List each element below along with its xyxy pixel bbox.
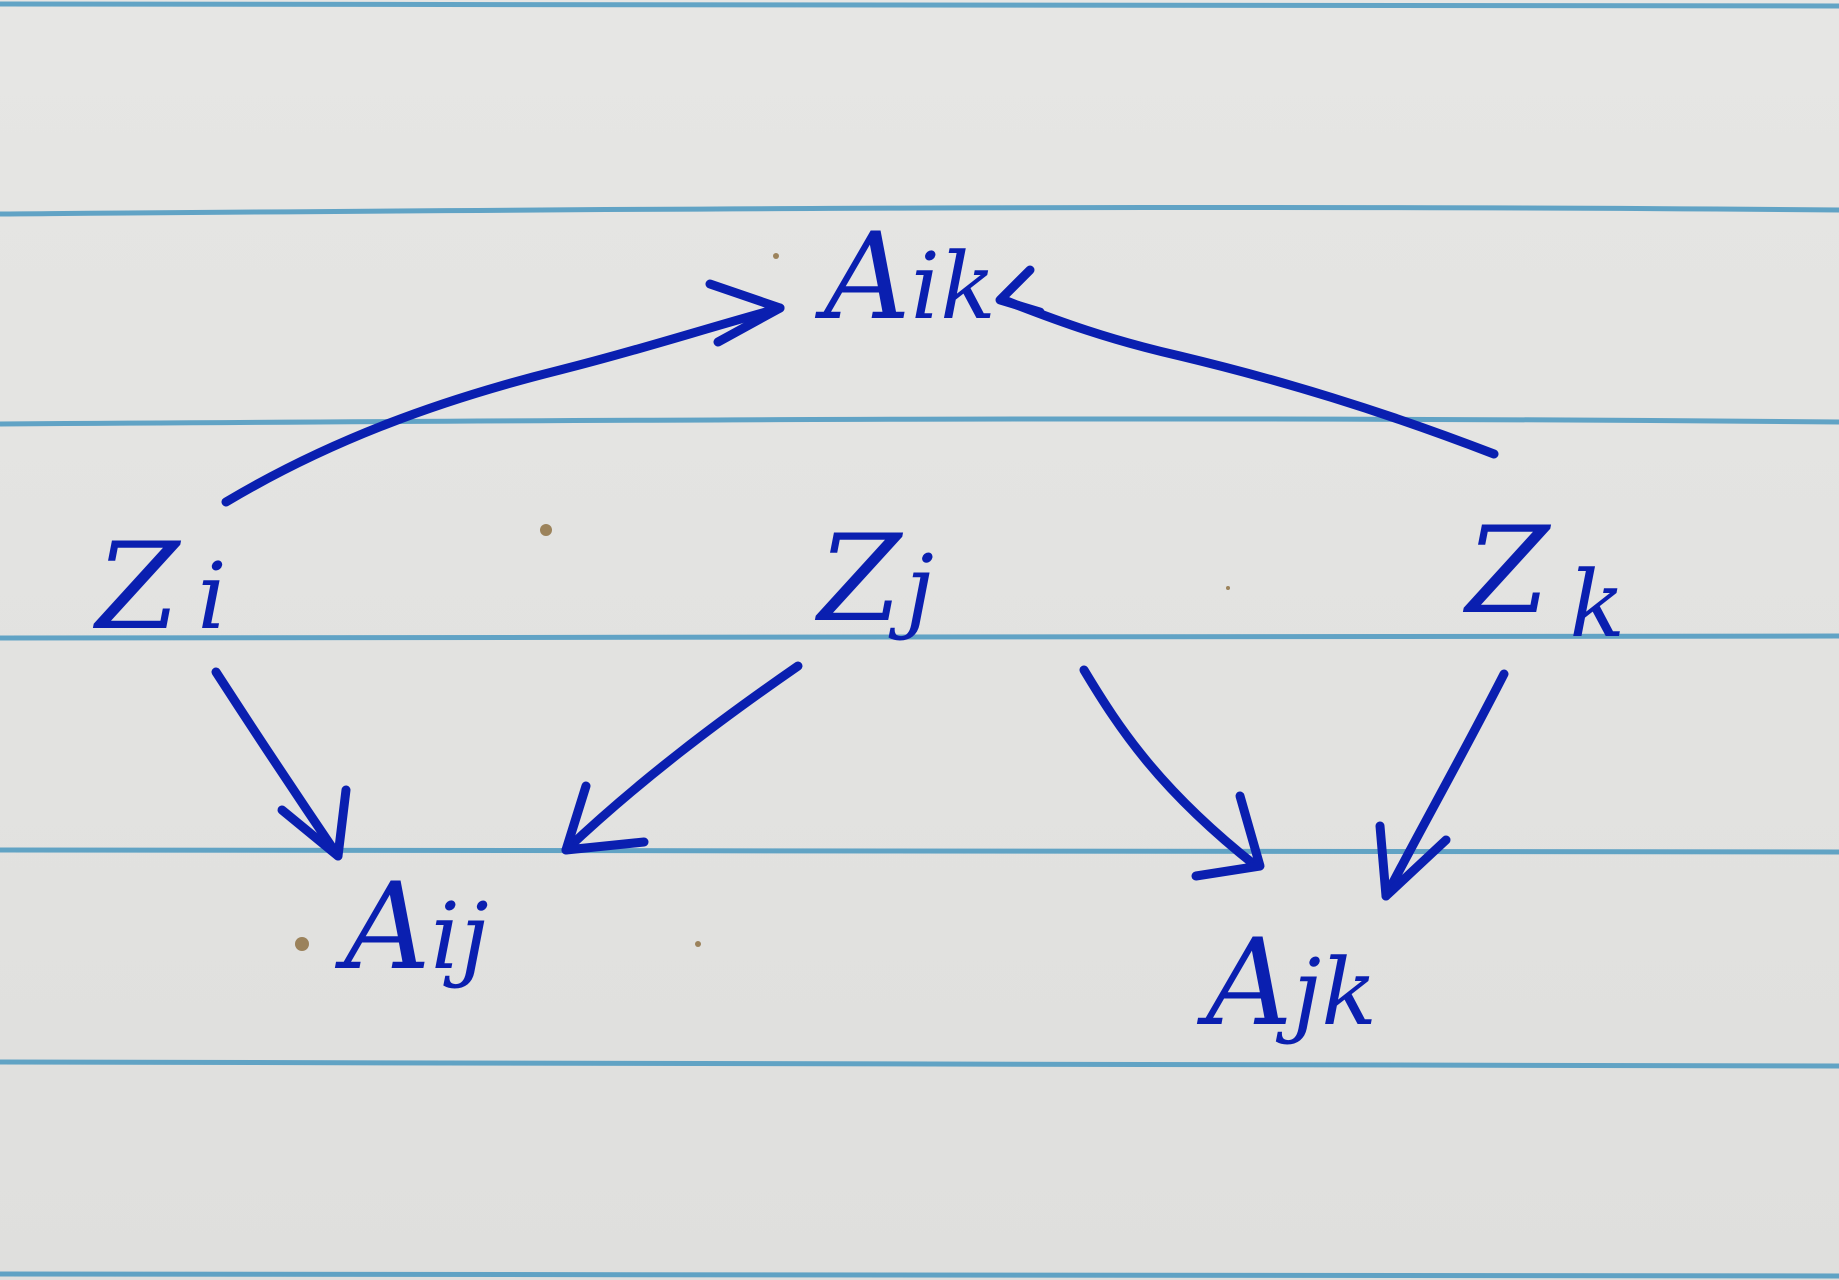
svg-text:Zj: Zj bbox=[814, 510, 934, 649]
edge-zj-to-aij bbox=[561, 661, 803, 855]
edge-zk-to-aik-arrowhead bbox=[995, 265, 1045, 317]
svg-text:Aij: Aij bbox=[334, 858, 489, 997]
edge-zi-to-aij-arrowhead bbox=[277, 785, 351, 861]
edge-zi-to-aik bbox=[221, 303, 785, 507]
edge-zj-to-ajk bbox=[1079, 665, 1261, 871]
node-a-jk: Ajk bbox=[1196, 914, 1377, 1053]
node-a-ij-base: A bbox=[334, 858, 431, 997]
node-z-j-base: Z bbox=[814, 510, 904, 649]
node-z-i-sub: i bbox=[197, 543, 226, 650]
node-a-ik-sub: ik bbox=[911, 233, 996, 340]
node-a-ik: Aik bbox=[814, 208, 996, 347]
edge-zk-to-aik bbox=[999, 295, 1499, 459]
rule-line bbox=[0, 1270, 1839, 1279]
rule-line bbox=[0, 204, 1839, 217]
edge-zk-to-ajk-arrowhead bbox=[1375, 821, 1451, 901]
node-z-k-sub: k bbox=[1569, 551, 1625, 658]
svg-text:Zi: Zi bbox=[92, 518, 227, 657]
node-a-ij: Aij bbox=[334, 858, 489, 997]
svg-text:Zk: Zk bbox=[1462, 502, 1625, 658]
node-z-i-base: Z bbox=[92, 518, 182, 657]
edge-zj-to-ajk-arrowhead bbox=[1191, 791, 1265, 881]
rule-line bbox=[0, 1, 1839, 9]
node-a-jk-sub: jk bbox=[1276, 939, 1377, 1046]
node-z-j: Zj bbox=[814, 510, 934, 649]
edge-zi-to-aik-arrowhead bbox=[705, 279, 785, 347]
paper-specks bbox=[295, 253, 1230, 951]
svg-text:Aik: Aik bbox=[814, 208, 996, 347]
rule-line bbox=[0, 416, 1839, 427]
rule-line bbox=[0, 845, 1839, 855]
edge-zk-to-ajk bbox=[1381, 669, 1509, 901]
node-a-jk-base: A bbox=[1196, 914, 1293, 1053]
node-a-ij-sub: ij bbox=[431, 883, 489, 990]
node-a-ik-base: A bbox=[814, 208, 911, 347]
rule-line bbox=[0, 1058, 1839, 1069]
edges bbox=[211, 265, 1509, 901]
svg-text:Ajk: Ajk bbox=[1196, 914, 1377, 1053]
edge-zi-to-aij bbox=[211, 667, 343, 861]
node-z-k-base: Z bbox=[1462, 502, 1552, 641]
edge-zj-to-aij-arrowhead bbox=[561, 781, 649, 855]
